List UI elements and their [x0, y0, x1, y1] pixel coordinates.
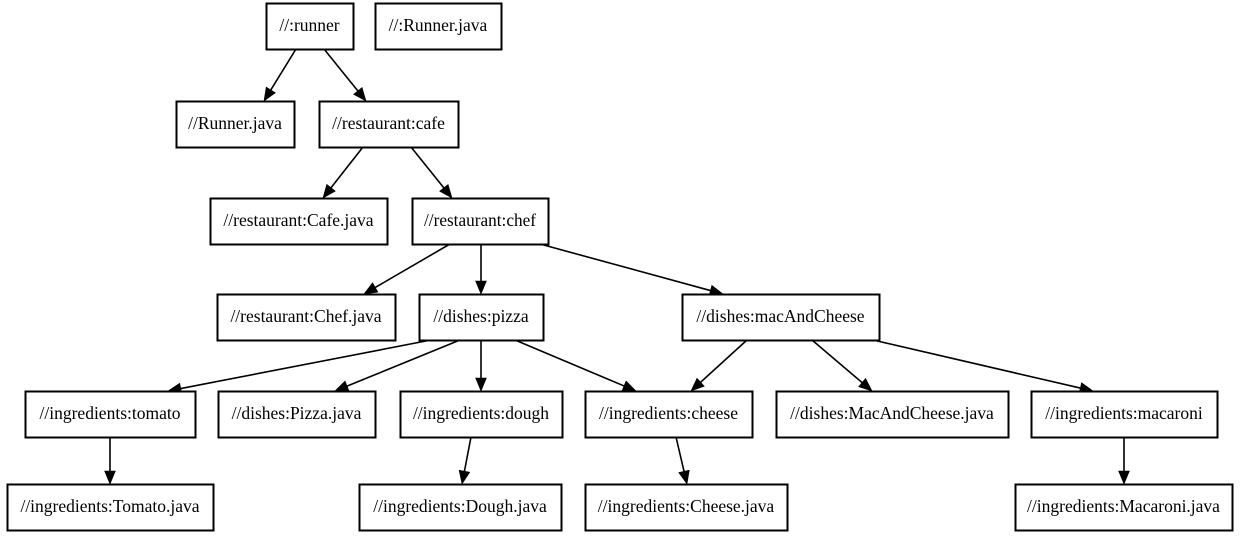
node-label: //dishes:pizza	[433, 306, 528, 326]
node-label: //ingredients:Macaroni.java	[1027, 496, 1220, 516]
node-box[interactable]	[1030, 390, 1219, 439]
arrowhead-icon	[858, 377, 873, 392]
node-label: //ingredients:cheese	[599, 403, 738, 423]
graph-node[interactable]: //ingredients:macaroni	[1030, 390, 1219, 439]
graph-node[interactable]: //dishes:Pizza.java	[217, 390, 377, 439]
graph-node[interactable]: //ingredients:Dough.java	[358, 483, 563, 532]
arrowhead-icon	[439, 183, 453, 199]
arrowhead-icon	[621, 380, 637, 392]
arrowhead-icon	[458, 469, 471, 485]
arrowhead-icon	[322, 183, 336, 199]
node-label: //ingredients:tomato	[40, 403, 181, 423]
graph-edge	[872, 339, 1094, 394]
graph-edge	[675, 436, 690, 485]
graph-node[interactable]: //ingredients:Tomato.java	[6, 483, 215, 532]
node-box[interactable]	[775, 390, 1010, 439]
graph-node[interactable]: //Runner.java	[175, 100, 296, 149]
node-label: //ingredients:Dough.java	[373, 496, 547, 516]
graph-node[interactable]: //ingredients:dough	[399, 390, 564, 439]
node-box[interactable]	[681, 293, 881, 342]
node-box[interactable]	[584, 390, 754, 439]
node-label: //Runner.java	[188, 113, 282, 133]
graph-node[interactable]: //:Runner.java	[374, 2, 503, 51]
graph-edge	[334, 339, 461, 392]
node-label: //restaurant:cafe	[332, 113, 445, 133]
graph-edge	[167, 339, 432, 395]
graph-node[interactable]: //restaurant:Cafe.java	[209, 197, 389, 246]
arrowhead-icon	[678, 469, 690, 485]
node-box[interactable]	[209, 197, 389, 246]
node-box[interactable]	[216, 293, 397, 342]
node-label: //ingredients:dough	[413, 403, 549, 423]
graph-edge	[458, 436, 472, 485]
node-box[interactable]	[411, 197, 550, 246]
graph-edge	[263, 48, 297, 102]
graph-edge	[323, 48, 367, 102]
graph-node[interactable]: //restaurant:Chef.java	[216, 293, 397, 342]
graph-edge	[514, 339, 637, 392]
node-box[interactable]	[265, 2, 355, 51]
arrowhead-icon	[104, 470, 116, 485]
node-box[interactable]	[584, 483, 789, 532]
arrowhead-icon	[475, 377, 487, 392]
graph-node[interactable]: //ingredients:cheese	[584, 390, 754, 439]
node-box[interactable]	[399, 390, 564, 439]
node-box[interactable]	[217, 390, 377, 439]
node-label: //:Runner.java	[389, 15, 488, 35]
graph-edge	[690, 339, 748, 392]
node-box[interactable]	[418, 293, 545, 342]
graph-node[interactable]: //dishes:pizza	[418, 293, 545, 342]
arrowhead-icon	[263, 86, 276, 102]
node-label: //ingredients:Cheese.java	[598, 496, 775, 516]
node-box[interactable]	[358, 483, 563, 532]
graph-node[interactable]: //restaurant:cafe	[318, 100, 460, 149]
graph-node[interactable]: //dishes:MacAndCheese.java	[775, 390, 1010, 439]
graph-node[interactable]: //restaurant:chef	[411, 197, 550, 246]
graph-edge	[539, 243, 724, 297]
arrowhead-icon	[475, 280, 487, 295]
graph-edge	[322, 146, 364, 199]
arrowhead-icon	[1118, 470, 1130, 485]
node-box[interactable]	[6, 483, 215, 532]
graph-edge	[475, 244, 487, 295]
graph-node[interactable]: //ingredients:Cheese.java	[584, 483, 789, 532]
node-box[interactable]	[1014, 483, 1234, 532]
graph-edge	[811, 339, 873, 392]
graph-node[interactable]: //dishes:macAndCheese	[681, 293, 881, 342]
graph-edge	[475, 340, 487, 392]
node-label: //restaurant:Cafe.java	[223, 210, 373, 230]
arrowhead-icon	[334, 380, 350, 392]
graph-node[interactable]: //ingredients:tomato	[24, 390, 197, 439]
graph-edge	[104, 437, 116, 485]
graph-node[interactable]: //ingredients:Macaroni.java	[1014, 483, 1234, 532]
node-box[interactable]	[318, 100, 460, 149]
node-label: //dishes:MacAndCheese.java	[790, 403, 994, 423]
arrowhead-icon	[690, 377, 705, 392]
arrowhead-icon	[353, 86, 367, 102]
graph-edge	[1118, 437, 1130, 485]
node-label: //ingredients:macaroni	[1045, 403, 1203, 423]
node-layer: //:runner //:Runner.java //Runner.java //re…	[6, 2, 1234, 532]
node-box[interactable]	[374, 2, 503, 51]
arrowhead-icon	[363, 282, 379, 295]
node-label: //dishes:Pizza.java	[232, 403, 362, 423]
node-box[interactable]	[175, 100, 296, 149]
node-label: //restaurant:chef	[424, 210, 536, 230]
node-label: //restaurant:Chef.java	[230, 306, 381, 326]
node-label: //dishes:macAndCheese	[696, 306, 864, 326]
edge-layer	[104, 48, 1130, 485]
graph-node[interactable]: //:runner	[265, 2, 355, 51]
graph-edge	[363, 243, 451, 295]
node-label: //ingredients:Tomato.java	[20, 496, 199, 516]
node-box[interactable]	[24, 390, 197, 439]
graph-edge	[410, 146, 453, 199]
node-label: //:runner	[279, 15, 339, 35]
